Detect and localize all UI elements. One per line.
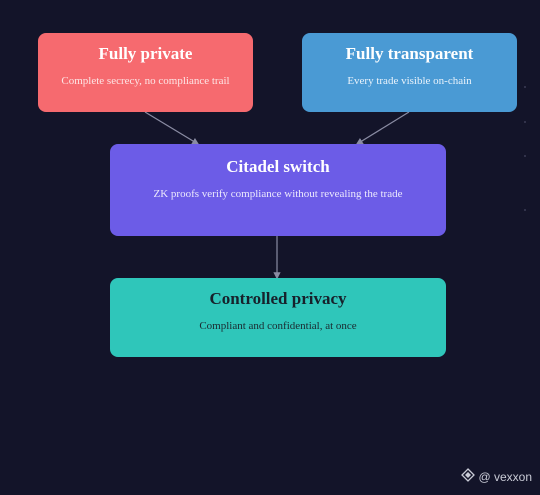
node-description: ZK proofs verify compliance without reve… (153, 188, 403, 200)
node-citadel-switch: Citadel switch ZK proofs verify complian… (110, 144, 446, 236)
node-controlled-privacy: Controlled privacy Compliant and confide… (110, 278, 446, 357)
node-description: Every trade visible on-chain (347, 75, 472, 87)
edge-private-to-switch (144, 111, 200, 145)
edge-transparent-to-switch (355, 111, 410, 145)
node-title: Citadel switch (226, 157, 330, 176)
watermark-handle: @ vexxon (478, 469, 532, 484)
node-title: Fully private (98, 44, 193, 63)
node-fully-transparent: Fully transparent Every trade visible on… (302, 33, 517, 112)
node-title: Controlled privacy (209, 289, 347, 308)
node-title: Fully transparent (345, 44, 474, 63)
diamond-logo-icon (461, 468, 476, 485)
watermark: @ vexxon (461, 468, 532, 485)
node-description: Compliant and confidential, at once (199, 320, 357, 332)
node-description: Complete secrecy, no compliance trail (61, 75, 230, 87)
node-fully-private: Fully private Complete secrecy, no compl… (38, 33, 253, 112)
